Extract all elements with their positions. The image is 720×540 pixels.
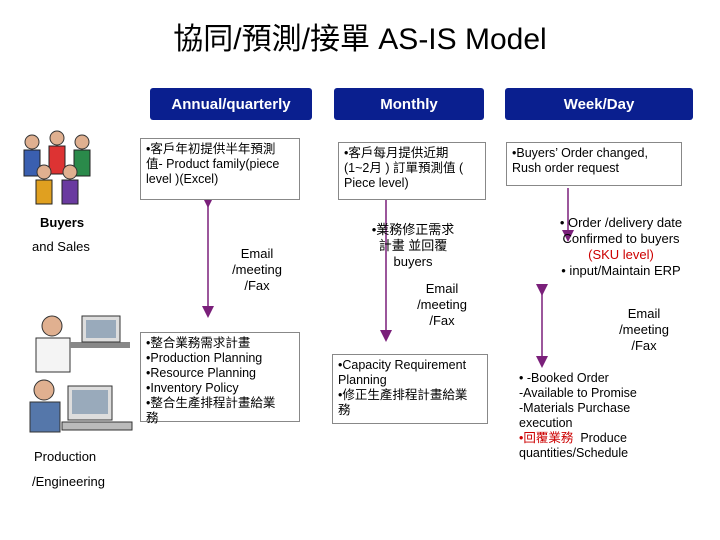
monthly-buyer-line: •客戶每月提供近期 [344, 146, 449, 160]
weekday-buyer-box: •Buyers’ Order changed, Rush order reque… [506, 142, 682, 186]
monthly-production-box: •Capacity Requirement Planning •修正生產排程計畫… [332, 354, 488, 424]
comm-email: Email [240, 246, 274, 261]
weekday-prod-line: quantities/Schedule [519, 446, 629, 460]
people-group-icon [23, 130, 91, 205]
weekday-prod-line: • -Booked Order [519, 371, 609, 385]
comm-email: Email [425, 281, 459, 296]
monthly-buyer-line: Piece level) [344, 176, 409, 190]
comm-meeting: /meeting [417, 297, 467, 312]
header-weekday: Week/Day [505, 88, 693, 120]
annual-prod-line: •整合生產排程計畫給業 [146, 396, 276, 410]
weekday-sales-line: Confirmed to buyers [562, 231, 680, 246]
comm-fax: /Fax [244, 278, 270, 293]
monthly-sales-line: 計畫 並回覆 [378, 238, 448, 253]
label-engineering: /Engineering [32, 474, 105, 489]
comm-fax: /Fax [429, 313, 455, 328]
weekday-sales-line: • Order /delivery date [559, 215, 683, 230]
comm-fax: /Fax [631, 338, 657, 353]
weekday-prod-line: execution [519, 416, 573, 430]
monthly-prod-line: 務 [338, 403, 351, 417]
weekday-reply-sales: •回覆業務 [519, 431, 574, 445]
monthly-sales-line: buyers [393, 254, 433, 269]
weekday-production-text: • -Booked Order -Available to Promise -M… [514, 368, 684, 474]
weekday-buyer-line: Rush order request [512, 161, 620, 175]
label-and-sales: and Sales [32, 239, 90, 254]
weekday-prod-reply-line: •回覆業務 Produce [519, 431, 679, 446]
monthly-buyer-box: •客戶每月提供近期 (1~2月 ) 訂單預測值 ( Piece level) [338, 142, 486, 200]
comm-email: Email [627, 306, 661, 321]
label-buyers: Buyers [40, 215, 85, 230]
annual-buyer-box: •客戶年初提供半年預測 值- Product family(piece leve… [140, 138, 300, 200]
weekday-sku-level: (SKU level) [588, 247, 654, 262]
header-monthly: Monthly [334, 88, 484, 120]
weekday-sales-line: • input/Maintain ERP [561, 263, 681, 278]
annual-buyer-line: •客戶年初提供半年預測 [146, 142, 276, 156]
label-production: Production [34, 449, 97, 464]
office-workers-icon [29, 315, 133, 433]
monthly-prod-line: •修正生產排程計畫給業 [338, 388, 468, 402]
monthly-sales-line: •業務修正需求 [371, 222, 455, 237]
monthly-prod-line: Planning [338, 373, 387, 387]
page-title: 協同/預測/接單 AS-IS Model [173, 23, 547, 56]
monthly-comm: Email /meeting /Fax [404, 281, 480, 329]
weekday-comm: Email /meeting /Fax [606, 306, 682, 354]
weekday-prod-line: -Available to Promise [519, 386, 637, 400]
monthly-sales-text: •業務修正需求 計畫 並回覆 buyers [358, 222, 468, 270]
annual-prod-line: •Production Planning [146, 351, 263, 365]
buyers-illustration [12, 128, 102, 208]
annual-prod-line: 務 [146, 411, 159, 425]
header-annual: Annual/quarterly [150, 88, 312, 120]
annual-comm: Email /meeting /Fax [222, 246, 292, 294]
monthly-prod-line: •Capacity Requirement [338, 358, 467, 372]
weekday-buyer-line: •Buyers’ Order changed, [512, 146, 648, 160]
annual-prod-line: •整合業務需求計畫 [146, 336, 251, 350]
annual-production-box: •整合業務需求計畫 •Production Planning •Resource… [140, 332, 300, 425]
weekday-produce: Produce [580, 431, 627, 445]
annual-prod-line: •Inventory Policy [146, 381, 239, 395]
weekday-sales-text: • Order /delivery date Confirmed to buye… [536, 215, 706, 279]
production-illustration [22, 312, 140, 442]
annual-buyer-line: 值- Product family(piece [146, 157, 280, 171]
annual-prod-line: •Resource Planning [146, 366, 256, 380]
comm-meeting: /meeting [232, 262, 282, 277]
annual-buyer-line: level )(Excel) [146, 172, 219, 186]
weekday-prod-line: -Materials Purchase [519, 401, 631, 415]
monthly-buyer-line: (1~2月 ) 訂單預測值 ( [344, 161, 464, 175]
comm-meeting: /meeting [619, 322, 669, 337]
